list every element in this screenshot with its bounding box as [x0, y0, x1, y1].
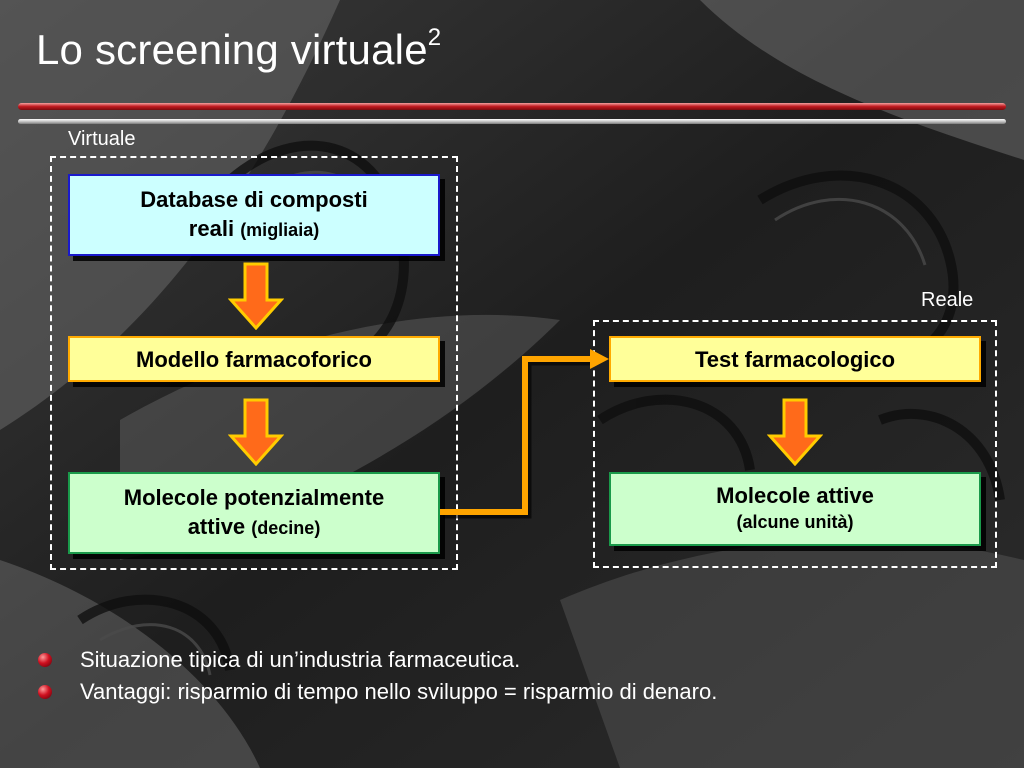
test-box-label: Test farmacologico — [694, 347, 896, 372]
down-arrow-icon — [228, 262, 284, 330]
slide-title: Lo screening virtuale2 — [36, 24, 442, 74]
title-underline-red — [18, 103, 1006, 110]
active-box-note: (alcune unità) — [736, 512, 854, 532]
pharmacophore-box-label: Modello farmacoforico — [136, 347, 372, 372]
database-box-word: reali — [188, 216, 235, 241]
potential-box-line1: Molecole potenzialmente — [123, 485, 385, 510]
virtual-region-label: Virtuale — [68, 128, 136, 150]
title-underline-grey — [18, 119, 1006, 124]
title-superscript: 2 — [427, 24, 442, 51]
active-box-label: Molecole attive — [716, 483, 874, 508]
bullet-list: Situazione tipica di un’industria farmac… — [38, 646, 717, 710]
bullet-item: Vantaggi: risparmio di tempo nello svilu… — [38, 678, 717, 710]
pharmacophore-box: Modello farmacoforico — [68, 336, 440, 382]
bullet-text: Situazione tipica di un’industria farmac… — [80, 647, 521, 672]
down-arrow-icon — [228, 398, 284, 466]
real-region-label: Reale — [921, 289, 974, 311]
bullet-dot-icon — [38, 685, 52, 699]
database-box-note: (migliaia) — [240, 220, 320, 240]
connector-arrow-icon — [440, 349, 609, 519]
bullet-dot-icon — [38, 653, 52, 667]
active-molecules-box: Molecole attive (alcune unità) — [609, 472, 981, 546]
real-region-frame — [593, 320, 997, 568]
slide-title-text: Lo screening virtuale — [36, 26, 428, 73]
database-box-line2: reali (migliaia) — [70, 214, 438, 245]
potential-box-note: (decine) — [251, 518, 321, 538]
virtual-region-frame — [50, 156, 458, 570]
potential-molecules-box: Molecole potenzialmente attive (decine) — [68, 472, 440, 554]
bullet-item: Situazione tipica di un’industria farmac… — [38, 646, 717, 678]
database-box: Database di composti reali (migliaia) — [68, 174, 440, 256]
bullet-text: Vantaggi: risparmio di tempo nello svilu… — [80, 679, 718, 704]
database-box-line1: Database di composti — [140, 187, 368, 212]
potential-box-word: attive — [187, 514, 246, 539]
potential-box-line2: attive (decine) — [70, 512, 438, 543]
down-arrow-icon — [767, 398, 823, 466]
pharmacological-test-box: Test farmacologico — [609, 336, 981, 382]
